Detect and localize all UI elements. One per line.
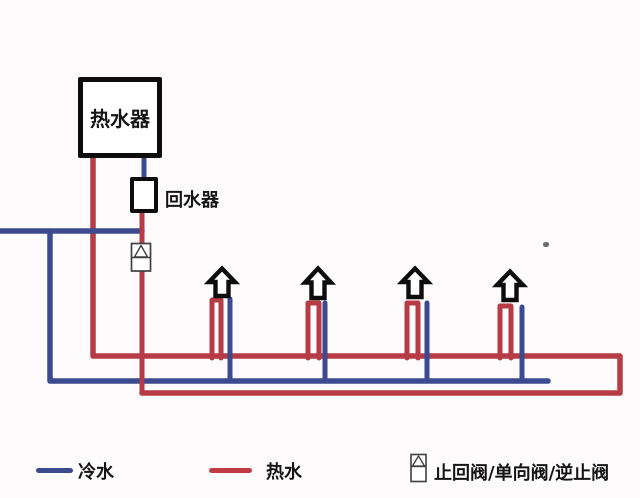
- hot-fixture-loop-4: [497, 303, 514, 361]
- check-valve-icon: [130, 242, 152, 272]
- hot-fixture-loop-1: [209, 297, 224, 361]
- legend-cold-line-swatch: [36, 468, 73, 473]
- legend-valve-label: 止回阀/单向阀/逆止阀: [434, 463, 610, 484]
- water-heater-box: 热水器: [78, 77, 162, 158]
- hot-fixture-loop-2: [305, 300, 322, 361]
- outlet-arrow-icon-4: [491, 268, 529, 303]
- water-heater-label: 热水器: [90, 107, 150, 131]
- outlet-arrow-icon-2: [299, 265, 337, 301]
- return-water-device-label: 回水器: [165, 190, 219, 211]
- smudge-artifact: [543, 242, 549, 247]
- hot-fixture-loop-3: [404, 300, 421, 361]
- legend-check-valve-icon: [410, 453, 427, 483]
- hot-supply-line: [90, 154, 623, 396]
- legend-hot-line-swatch: [209, 468, 252, 473]
- legend-cold-label: 冷水: [78, 462, 114, 483]
- outlet-arrow-icon-1: [203, 265, 241, 299]
- cold-main-line: [47, 228, 551, 384]
- return-water-device-box: [130, 177, 158, 213]
- outlet-arrow-icon-3: [396, 265, 434, 300]
- legend-hot-label: 热水: [266, 462, 302, 483]
